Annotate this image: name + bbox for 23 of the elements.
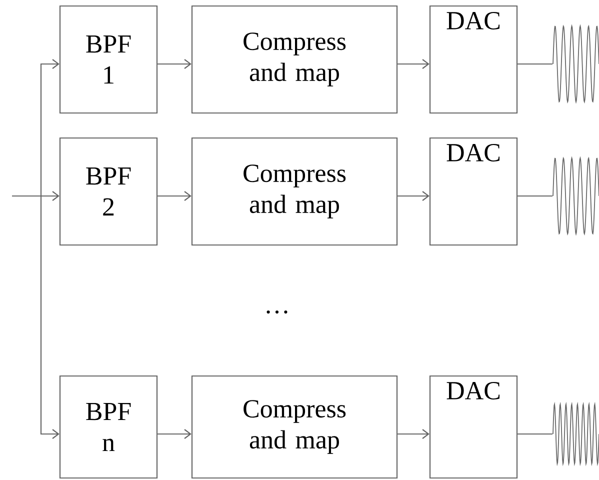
waveform-drawing (552, 402, 599, 466)
arrow (158, 191, 192, 201)
connector-line (518, 63, 552, 65)
process-box: Compress and map (191, 5, 398, 114)
filter-box: BPF n (59, 375, 158, 479)
filter-box: BPF 1 (59, 5, 158, 114)
waveform-drawing (552, 24, 599, 104)
connector-line (518, 195, 552, 197)
process-box: Compress and map (191, 375, 398, 479)
arrow (398, 429, 430, 439)
filter-box: BPF 2 (59, 137, 158, 246)
converter-box: DAC (429, 5, 518, 114)
arrow (12, 195, 60, 439)
waveform-drawing (552, 156, 599, 236)
arrow (158, 59, 192, 69)
converter-box: DAC (429, 375, 518, 479)
ellipsis: … (266, 310, 288, 314)
process-box: Compress and map (191, 137, 398, 246)
arrow (158, 429, 192, 439)
arrow (398, 59, 430, 69)
converter-box: DAC (429, 137, 518, 246)
arrow (398, 191, 430, 201)
connector-line (518, 433, 552, 435)
